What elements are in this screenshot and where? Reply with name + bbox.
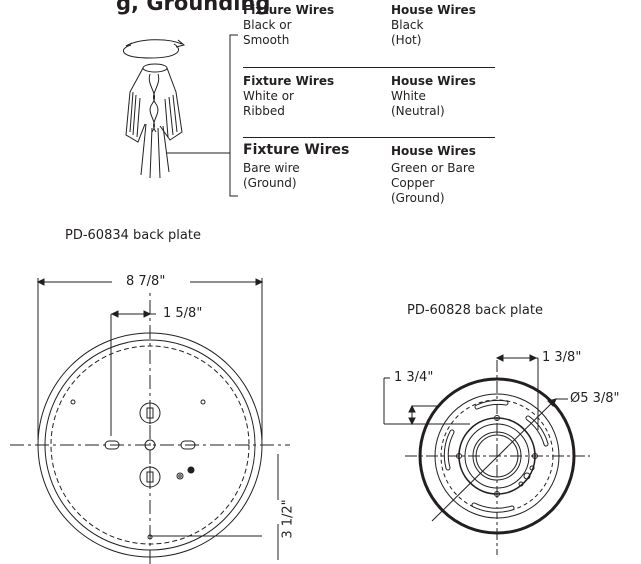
house-wires-header: House Wires bbox=[391, 144, 476, 158]
plate-a-width-dimension: 8 7/8" bbox=[123, 274, 169, 290]
fixture-wire-value: White or Ribbed bbox=[243, 89, 294, 118]
row-divider bbox=[243, 137, 495, 138]
house-wire-value: White (Neutral) bbox=[391, 89, 445, 118]
wire-bracket bbox=[167, 34, 238, 197]
plate-b-offset-dimension: 1 3/8" bbox=[542, 350, 582, 365]
plate-a-offset-dimension: 1 5/8" bbox=[163, 306, 203, 321]
fixture-wire-value: Bare wire (Ground) bbox=[243, 161, 300, 190]
section-heading: g, Grounding bbox=[116, 0, 271, 15]
plate-b-drawing bbox=[383, 354, 590, 555]
plate-a-title: PD-60834 back plate bbox=[65, 228, 201, 243]
house-wire-value: Black (Hot) bbox=[391, 18, 424, 47]
wire-connector-icon bbox=[125, 63, 183, 179]
plate-a-depth-dimension: 3 1/2" bbox=[280, 499, 296, 539]
fixture-wires-header: Fixture Wires bbox=[243, 74, 335, 88]
plate-b-title: PD-60828 back plate bbox=[407, 303, 543, 318]
fixture-wire-value: Black or Smooth bbox=[243, 18, 292, 47]
fixture-wires-header: Fixture Wires bbox=[243, 3, 335, 17]
twist-arrow-icon bbox=[122, 39, 186, 59]
house-wire-value: Green or Bare Copper (Ground) bbox=[391, 161, 475, 205]
plate-b-side-dimension: 1 3/4" bbox=[394, 370, 434, 385]
row-divider bbox=[243, 67, 495, 68]
house-wires-header: House Wires bbox=[391, 74, 476, 88]
plate-a-drawing bbox=[10, 275, 290, 564]
plate-b-diameter-dimension: Ø5 3/8" bbox=[570, 391, 620, 406]
house-wires-header: House Wires bbox=[391, 3, 476, 17]
fixture-wires-header: Fixture Wires bbox=[243, 142, 350, 158]
